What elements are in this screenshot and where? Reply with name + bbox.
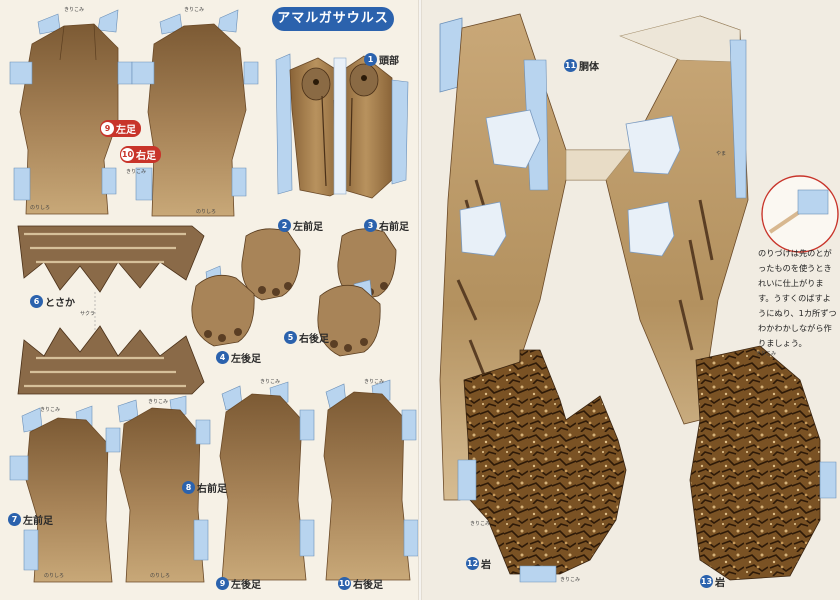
label-part-9-left-hind-leg: 9 左後足 bbox=[216, 576, 261, 591]
number-badge: 10 bbox=[338, 577, 351, 590]
part-9-left-hind-leg bbox=[219, 381, 315, 581]
part-label: 胴体 bbox=[579, 62, 599, 73]
label-part-1: 1 頭部 bbox=[364, 52, 399, 67]
label-part-11: 11 胴体 bbox=[564, 58, 599, 73]
part-label: 右後足 bbox=[299, 334, 329, 345]
number-badge: 2 bbox=[278, 219, 291, 232]
part-label: 岩 bbox=[481, 560, 491, 571]
label-part-5: 5 右後足 bbox=[284, 330, 329, 345]
number-badge: 9 bbox=[216, 577, 229, 590]
number-badge: 1 bbox=[364, 53, 377, 66]
part-8-right-front-leg bbox=[117, 395, 211, 583]
glue-mark: のりしろ bbox=[150, 573, 171, 579]
part-label: 右足 bbox=[136, 151, 156, 162]
number-badge: 13 bbox=[700, 575, 713, 588]
page-spine bbox=[418, 0, 422, 600]
part-label: 岩 bbox=[715, 578, 725, 589]
number-badge: 11 bbox=[564, 59, 577, 72]
label-part-2: 2 左前足 bbox=[278, 218, 323, 233]
cut-mark: きりこみ bbox=[40, 407, 61, 413]
number-badge: 7 bbox=[8, 513, 21, 526]
label-part-7: 7 左前足 bbox=[8, 512, 53, 527]
part-11-torso bbox=[439, 13, 749, 501]
part-label: 左前足 bbox=[23, 516, 53, 527]
part-5-right-hind-paw bbox=[317, 279, 381, 357]
number-badge: 9 bbox=[101, 122, 114, 135]
glue-mark: のりしろ bbox=[44, 573, 65, 579]
number-badge: 5 bbox=[284, 331, 297, 344]
label-part-6: 6 とさか bbox=[30, 294, 75, 309]
number-badge: 8 bbox=[182, 481, 195, 494]
cut-mark: きりこみ bbox=[364, 379, 385, 385]
assembly-instructions: のりづけは先のとがったものを使うときれいに仕上がります。うすくのばすようにぬり、… bbox=[758, 248, 837, 348]
label-part-4: 4 左後足 bbox=[216, 350, 261, 365]
part-13-rock bbox=[689, 345, 837, 581]
part-label: 右前足 bbox=[379, 222, 409, 233]
cut-mark: きりこみ bbox=[260, 379, 281, 385]
label-part-10-right-foot: 10 右足 bbox=[120, 146, 161, 163]
part-6-crest bbox=[17, 225, 205, 395]
part-label: 左足 bbox=[116, 125, 136, 136]
part-10-right-foot bbox=[131, 9, 259, 217]
cut-mark: きりこみ bbox=[184, 7, 205, 13]
cut-mark: きりこみ bbox=[560, 577, 581, 583]
part-label: 右前足 bbox=[197, 484, 227, 495]
cut-mark: きりこみ bbox=[470, 521, 491, 527]
number-badge: 12 bbox=[466, 557, 479, 570]
crest-fold-mark: サクラ bbox=[80, 311, 96, 317]
cut-mark: きりこみ bbox=[148, 399, 169, 405]
part-2-left-front-paw bbox=[241, 228, 301, 301]
page-title: アマルガサウルス bbox=[272, 7, 394, 31]
glue-mark: のりしろ bbox=[30, 205, 51, 211]
number-badge: 10 bbox=[121, 148, 134, 161]
label-part-10-right-hind-leg: 10 右後足 bbox=[338, 576, 383, 591]
glue-mark: のりしろ bbox=[196, 209, 217, 215]
tip-inset bbox=[761, 175, 839, 253]
label-part-3: 3 右前足 bbox=[364, 218, 409, 233]
label-part-12: 12 岩 bbox=[466, 556, 491, 571]
part-label: とさか bbox=[45, 298, 75, 309]
label-part-9-left-foot: 9 左足 bbox=[100, 120, 141, 137]
number-badge: 4 bbox=[216, 351, 229, 364]
part-4-left-hind-paw bbox=[191, 265, 255, 347]
part-9-left-foot bbox=[9, 9, 133, 215]
part-7-left-front-leg bbox=[9, 405, 121, 583]
cut-mark: きりこみ bbox=[64, 7, 85, 13]
number-badge: 3 bbox=[364, 219, 377, 232]
label-part-8: 8 右前足 bbox=[182, 480, 227, 495]
part-label: 右後足 bbox=[353, 580, 383, 591]
part-label: 頭部 bbox=[379, 56, 399, 67]
part-label: 左後足 bbox=[231, 580, 261, 591]
cut-mark: きりこみ bbox=[756, 351, 777, 357]
number-badge: 6 bbox=[30, 295, 43, 308]
label-part-13: 13 岩 bbox=[700, 574, 725, 589]
cut-mark: きりこみ bbox=[126, 169, 147, 175]
part-12-rock bbox=[457, 349, 627, 583]
part-1-head bbox=[275, 53, 409, 199]
part-10-right-hind-leg bbox=[323, 379, 419, 581]
part-label: 左前足 bbox=[293, 222, 323, 233]
fold-mark: やま bbox=[716, 151, 727, 157]
part-label: 左後足 bbox=[231, 354, 261, 365]
